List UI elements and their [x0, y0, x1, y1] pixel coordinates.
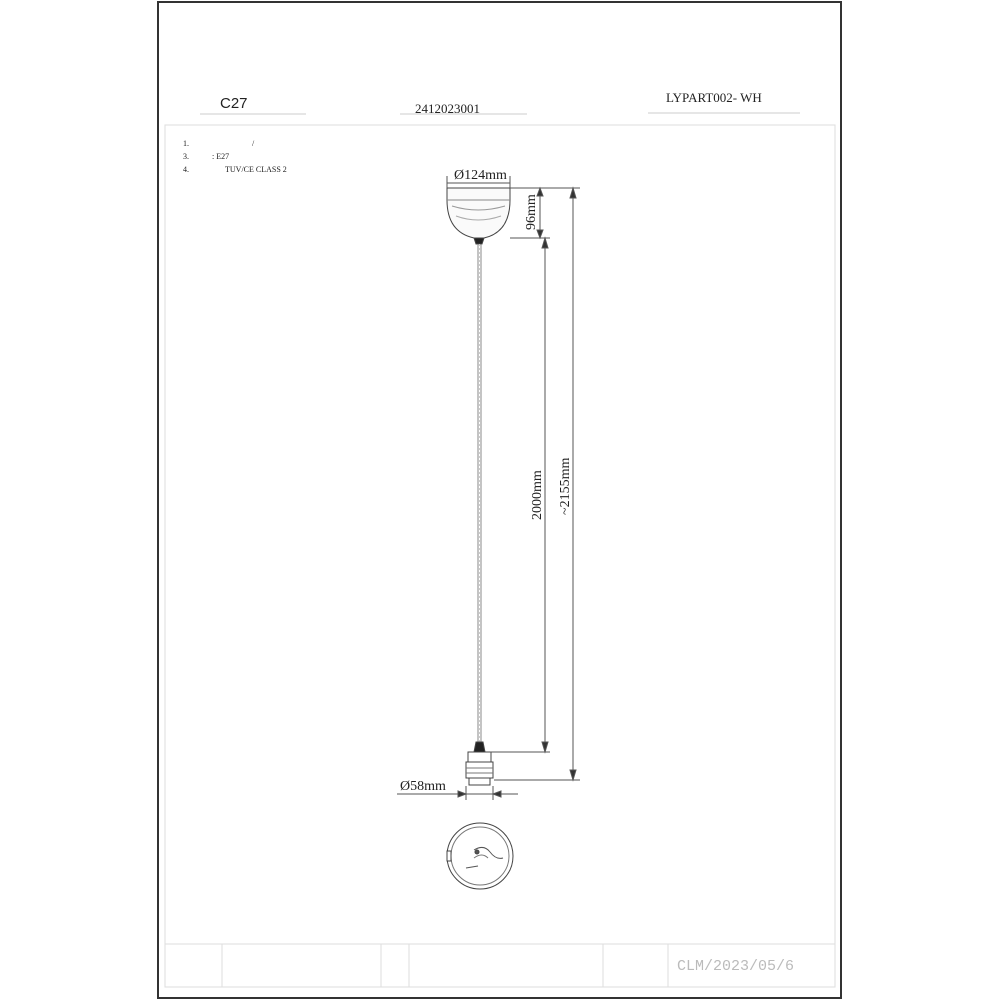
inner-frame [164, 124, 836, 988]
total-length-label: ~2155mm [558, 458, 573, 515]
footer-table [165, 943, 835, 987]
notes-list: 1. / 3. : E27 4. TUV/CE CLASS 2 [183, 139, 287, 174]
canopy-bottom-view [446, 822, 514, 890]
dim-canopy-height [510, 186, 580, 240]
note-4-text: TUV/CE CLASS 2 [225, 165, 287, 174]
part-code-label: LYPART002- WH [666, 90, 762, 105]
model-label: C27 [220, 95, 248, 112]
dim-socket-diameter [397, 786, 518, 800]
dim-canopy-diameter [446, 176, 511, 188]
canopy-diameter-label: Ø124mm [454, 168, 507, 183]
canopy-height-label: 96mm [524, 194, 539, 230]
cable-length-label: 2000mm [530, 470, 545, 520]
footer-stamp: CLM/2023/05/6 [677, 958, 794, 975]
socket-diameter-label: Ø58mm [400, 779, 446, 794]
item-number-label: 2412023001 [415, 101, 480, 116]
dim-cable-length [490, 236, 550, 754]
note-3-text: : E27 [212, 152, 229, 161]
note-4-number: 4. [183, 165, 189, 174]
note-1-text: / [252, 139, 255, 148]
canopy-drawing [446, 187, 511, 245]
note-1-number: 1. [183, 139, 189, 148]
dim-total-length [494, 186, 580, 782]
socket-drawing [465, 741, 494, 786]
cable-drawing [477, 244, 482, 742]
outer-frame [157, 1, 842, 999]
note-3-number: 3. [183, 152, 189, 161]
